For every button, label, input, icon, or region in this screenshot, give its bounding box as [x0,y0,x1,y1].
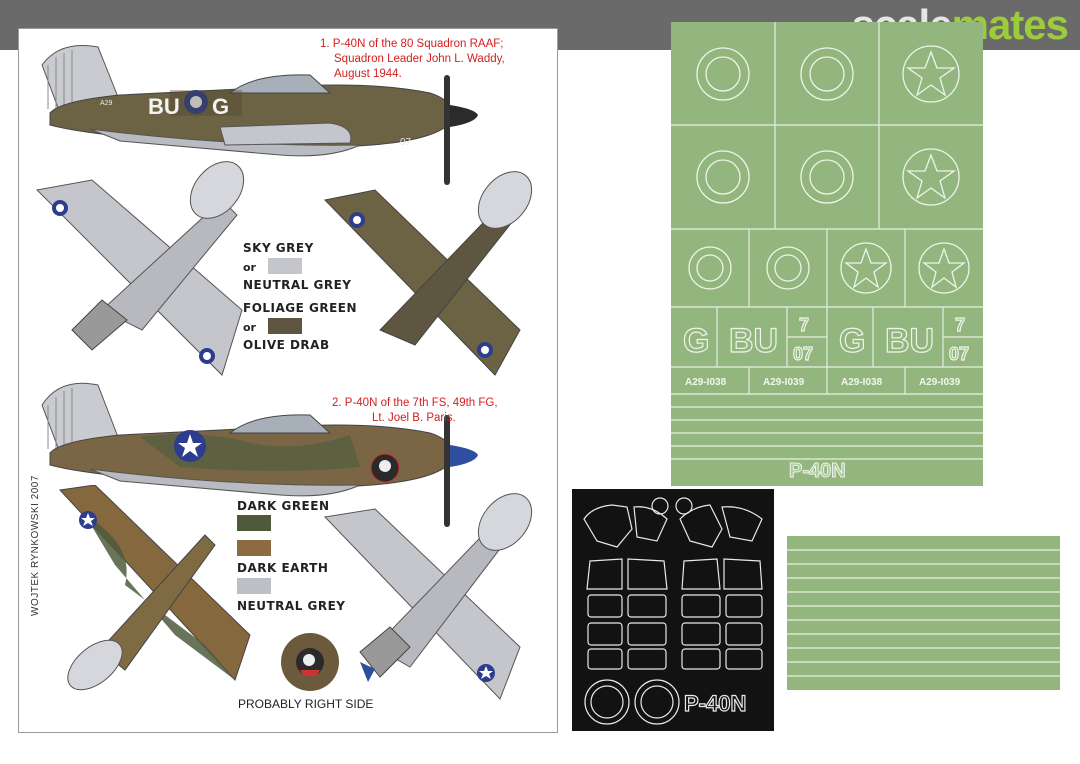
aircraft-1-caption: 1. P-40N of the 80 Squadron RAAF; Squadr… [320,37,505,82]
aircraft-2-underside [323,493,533,700]
black-sheet-title: P-40N [684,691,746,716]
mask-code-7: 7 [799,315,809,335]
swatch-sky-grey [268,258,302,274]
caption-line: Squadron Leader John L. Waddy, [334,53,505,65]
mask-code-g: G [683,322,709,360]
legend-sky-grey: SKY GREY [243,241,314,255]
fuselage-code-bu: BU [148,94,180,119]
artist-credit: WOJTEK RYNKOWSKI 2007 [30,475,41,616]
aircraft-1-underside [35,161,245,376]
serial-text: A29 [100,100,113,107]
nose-number: 07 [400,137,412,148]
aircraft-2-side-profile [41,382,478,527]
mask-code-07: 07 [949,344,969,364]
swatch-olive-drab [268,318,302,334]
mask-code-07: 07 [793,344,813,364]
swatch-neutral-grey [237,578,271,594]
green-stripe-sheet [787,536,1060,690]
black-canopy-mask-sheet: P-40N [572,489,774,731]
swatch-dark-green [237,515,271,531]
nose-art-emblem [281,633,339,691]
mask-serial: A29-I039 [763,377,805,388]
mask-code-bu: BU [729,322,778,360]
caption-line: 1. P-40N of the 80 Squadron RAAF; [320,38,504,50]
green-mask-sheet: G BU 7 07 G BU 7 07 A29-I038 A29-I039 A2… [671,22,983,486]
legend-neutral-grey-2: NEUTRAL GREY [237,599,346,613]
legend-dark-green: DARK GREEN [237,499,330,513]
legend-or: or [243,321,256,334]
mask-code-7: 7 [955,315,965,335]
legend-or: or [243,261,256,274]
aircraft-1-side-profile: BU G 07 A29 [41,44,478,185]
aircraft-1-topside [324,171,533,376]
mask-serial: A29-I039 [919,377,961,388]
note-right-side: PROBABLY RIGHT SIDE [238,697,374,711]
legend-foliage-green: FOLIAGE GREEN [243,301,358,315]
caption-line: 2. P-40N of the 7th FS, 49th FG, [332,397,498,409]
mask-code-g: G [839,322,865,360]
aircraft-2-caption: 2. P-40N of the 7th FS, 49th FG, Lt. Joe… [332,396,498,426]
legend-dark-earth: DARK EARTH [237,561,329,575]
mask-sheet-title: P-40N [789,460,846,482]
mask-serial: A29-I038 [685,377,727,388]
mask-code-bu: BU [885,322,934,360]
mask-serial: A29-I038 [841,377,883,388]
caption-line: Lt. Joel B. Paris. [372,412,456,424]
aircraft-2-topside [58,485,251,691]
fuselage-code-g: G [212,94,229,119]
caption-line: August 1944. [334,68,402,80]
swatch-dark-earth [237,540,271,556]
legend-olive-drab: OLIVE DRAB [243,338,330,352]
legend-neutral-grey: NEUTRAL GREY [243,278,352,292]
